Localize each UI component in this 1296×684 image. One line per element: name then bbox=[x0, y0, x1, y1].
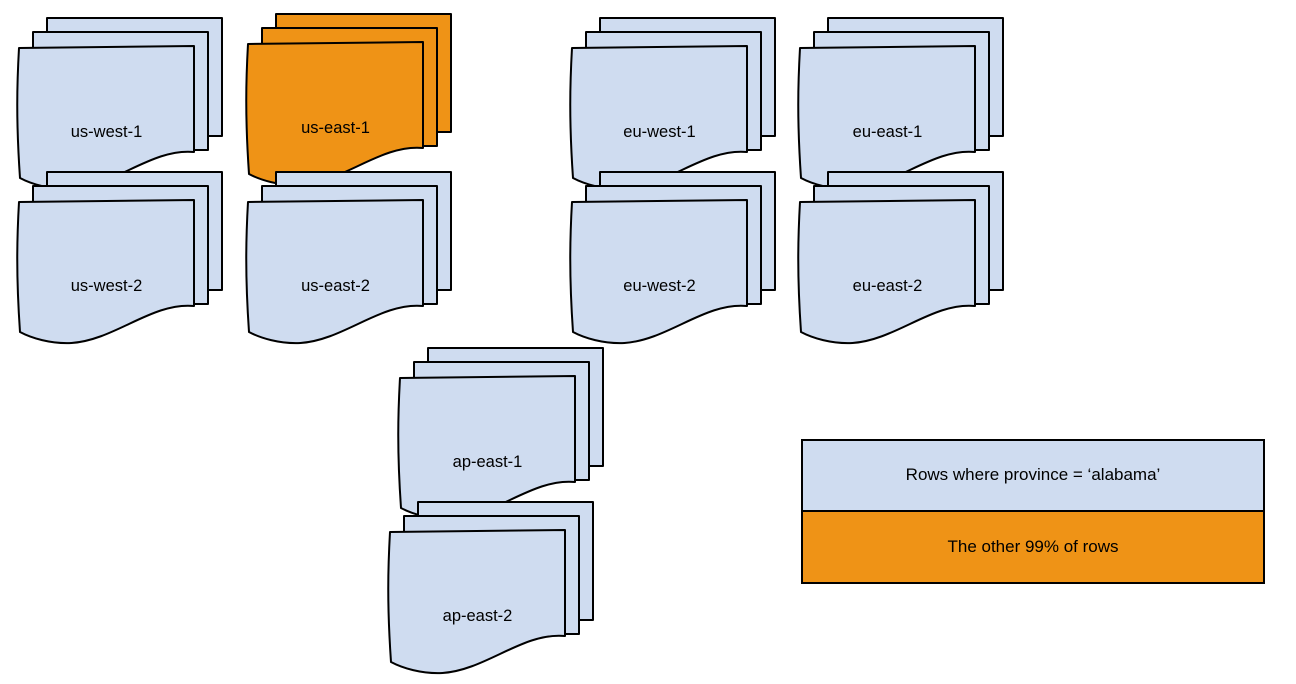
document-page-front bbox=[569, 45, 748, 191]
legend: Rows where province = ‘alabama’ The other… bbox=[801, 439, 1265, 584]
document-stack-shape bbox=[387, 501, 594, 675]
document-stack-ap-east-2[interactable]: ap-east-2 bbox=[387, 501, 594, 675]
document-stack-us-west-2[interactable]: us-west-2 bbox=[16, 171, 223, 345]
document-stack-ap-east-1[interactable]: ap-east-1 bbox=[397, 347, 604, 521]
document-stack-shape bbox=[245, 171, 452, 345]
document-page-front bbox=[16, 45, 195, 191]
document-stack-us-east-1[interactable]: us-east-1 bbox=[245, 13, 452, 187]
legend-row-label: The other 99% of rows bbox=[947, 536, 1119, 556]
document-stack-us-east-2[interactable]: us-east-2 bbox=[245, 171, 452, 345]
legend-row-other-rows: The other 99% of rows bbox=[803, 511, 1263, 582]
document-stack-shape bbox=[16, 17, 223, 191]
document-stack-shape bbox=[797, 171, 1004, 345]
legend-row-label: Rows where province = ‘alabama’ bbox=[905, 465, 1161, 485]
document-page-front bbox=[569, 199, 748, 345]
document-page-front bbox=[245, 199, 424, 345]
document-stack-eu-east-1[interactable]: eu-east-1 bbox=[797, 17, 1004, 191]
document-stack-shape bbox=[397, 347, 604, 521]
document-page-front bbox=[16, 199, 195, 345]
document-stack-shape bbox=[245, 13, 452, 187]
legend-row-alabama-rows: Rows where province = ‘alabama’ bbox=[803, 441, 1263, 512]
document-page-front bbox=[245, 41, 424, 187]
document-stack-shape bbox=[797, 17, 1004, 191]
document-page-front bbox=[387, 529, 566, 675]
document-stack-eu-west-2[interactable]: eu-west-2 bbox=[569, 171, 776, 345]
document-page-front bbox=[797, 45, 976, 191]
document-stack-us-west-1[interactable]: us-west-1 bbox=[16, 17, 223, 191]
document-stack-eu-west-1[interactable]: eu-west-1 bbox=[569, 17, 776, 191]
document-page-front bbox=[397, 375, 576, 521]
document-page-front bbox=[797, 199, 976, 345]
document-stack-eu-east-2[interactable]: eu-east-2 bbox=[797, 171, 1004, 345]
document-stack-shape bbox=[569, 171, 776, 345]
document-stack-shape bbox=[16, 171, 223, 345]
document-stack-shape bbox=[569, 17, 776, 191]
